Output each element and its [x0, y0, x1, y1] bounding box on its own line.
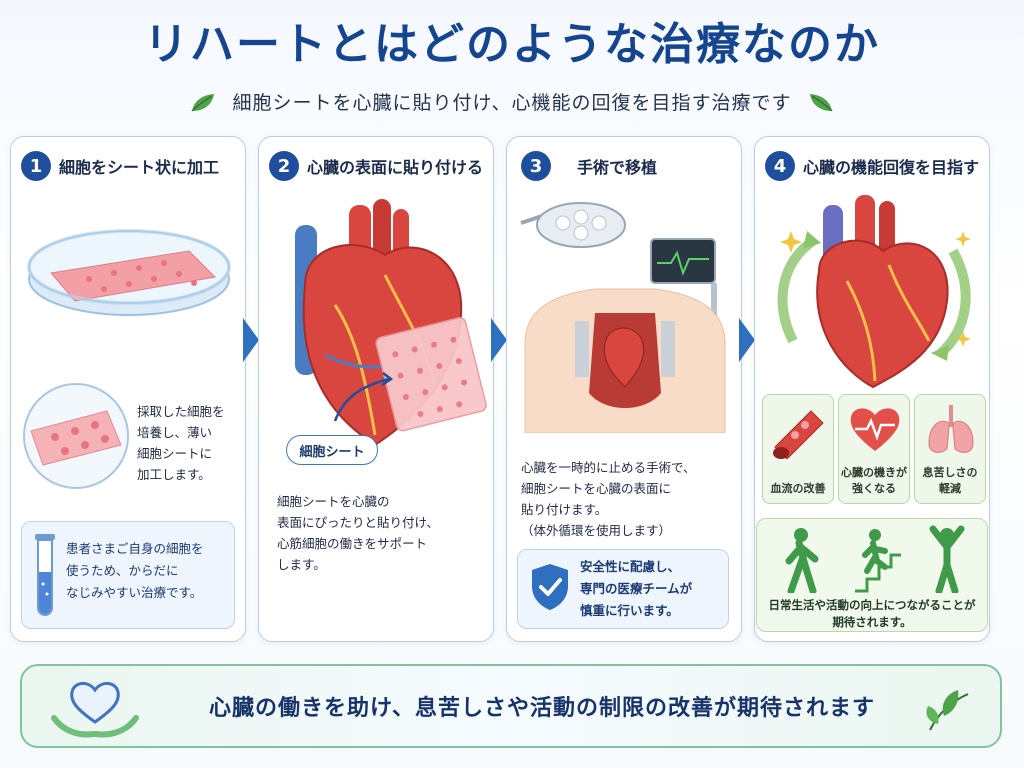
- step-description: 採取した細胞を 培養し、薄い 細胞シートに 加工します。: [137, 404, 225, 482]
- info-callout: 安全性に配慮し、 専門の医療チームが 慎重に行います。: [517, 549, 729, 629]
- benefit-label: 息苦しさの 軽減: [922, 466, 978, 495]
- step-panel-3: 3 手術で移植 心臓を一時的に止める手術で、 細胞シートを心臓の表面に 貼り付け…: [506, 136, 742, 642]
- step-title: 細胞をシート状に加工: [59, 158, 220, 177]
- summary-text: 心臓の働きを助け、息苦しさや活動の制限の改善が期待されます: [209, 696, 875, 721]
- step-title: 手術で移植: [577, 158, 658, 177]
- leaf-sprig-icon: [926, 690, 969, 731]
- step-arrow-icon: [491, 318, 507, 362]
- shield-check-icon: [532, 564, 568, 610]
- step-header: 4 心臓の機能回復を目指す: [765, 151, 979, 181]
- callout-text: 安全性に配慮し、 専門の医療チームが 慎重に行います。: [580, 559, 693, 618]
- benefit-card-heart-strength: 心臓の機きが 強くなる: [838, 394, 910, 504]
- info-callout: 患者さまご自身の細胞を 使うため、からだに なじみやすい治療です。: [21, 521, 235, 629]
- step-number: 1: [21, 151, 51, 181]
- callout-text: 患者さまご自身の細胞を 使うため、からだに なじみやすい治療です。: [66, 541, 204, 600]
- summary-banner: 心臓の働きを助け、息苦しさや活動の制限の改善が期待されます: [20, 664, 1002, 748]
- benefit-label: 心臓の機きが 強くなる: [841, 466, 907, 495]
- daily-life-card: 日常生活や活動の向上につながることが 期待されます。: [756, 518, 988, 632]
- step-number: 2: [269, 151, 299, 181]
- blood-vessel-icon: [773, 410, 824, 459]
- page-subtitle: 細胞シートを心臓に貼り付け、心機能の回復を目指す治療です: [232, 92, 792, 114]
- step-number: 4: [765, 151, 795, 181]
- healthy-heart-illustration: [777, 195, 971, 389]
- walking-person-icon: [785, 528, 819, 593]
- step-panel-2: 2 心臓の表面に貼り付ける 細胞シートを心臓の 表面にぴったりと貼り付け、 心筋…: [258, 136, 494, 642]
- step-arrow-icon: [243, 318, 259, 362]
- climbing-stairs-icon: [855, 529, 901, 593]
- step-title: 心臓の機能回復を目指す: [803, 158, 980, 177]
- petri-dish-illustration: [27, 229, 231, 316]
- benefit-card-blood-flow: 血流の改善: [762, 394, 834, 504]
- leaf-icon: [192, 93, 215, 111]
- page-title: リハートとはどのような治療なのか: [144, 19, 880, 70]
- benefit-label: 血流の改善: [770, 482, 826, 495]
- lungs-icon: [928, 405, 974, 453]
- daily-life-text: 日常生活や活動の向上につながることが 期待されます。: [768, 598, 976, 629]
- test-tube-icon: [35, 534, 55, 616]
- step-panel-1: 1 細胞をシート状に加工 採取した細胞を 培養し、薄い 細胞シートに 加工します…: [10, 136, 246, 642]
- heart-with-sheet-illustration: [295, 199, 487, 447]
- step-title: 心臓の表面に貼り付ける: [307, 158, 484, 177]
- subtitle-row: 細胞シートを心臓に貼り付け、心機能の回復を目指す治療です: [0, 88, 1024, 115]
- hands-heart-icon: [51, 682, 139, 738]
- cheering-person-icon: [929, 525, 965, 593]
- cell-sheet-label: 細胞シート: [286, 435, 378, 465]
- leaf-icon: [809, 93, 832, 111]
- step-description: 細胞シートを心臓の 表面にぴったりと貼り付け、 心筋細胞の働きをサポート します…: [277, 494, 439, 572]
- step-header: 3 手術で移植: [521, 151, 657, 181]
- heartbeat-heart-icon: [850, 408, 900, 451]
- step-number: 3: [521, 151, 551, 181]
- benefit-card-breathing: 息苦しさの 軽減: [914, 394, 986, 504]
- step-header: 1 細胞をシート状に加工: [21, 151, 219, 181]
- cell-sheet-closeup: [23, 383, 129, 489]
- surgery-illustration: [520, 202, 726, 433]
- step-header: 2 心臓の表面に貼り付ける: [269, 151, 483, 181]
- step-arrow-icon: [739, 318, 755, 362]
- step-description: 心臓を一時的に止める手術で、 細胞シートを心臓の表面に 貼り付けます。 （体外循…: [521, 460, 696, 538]
